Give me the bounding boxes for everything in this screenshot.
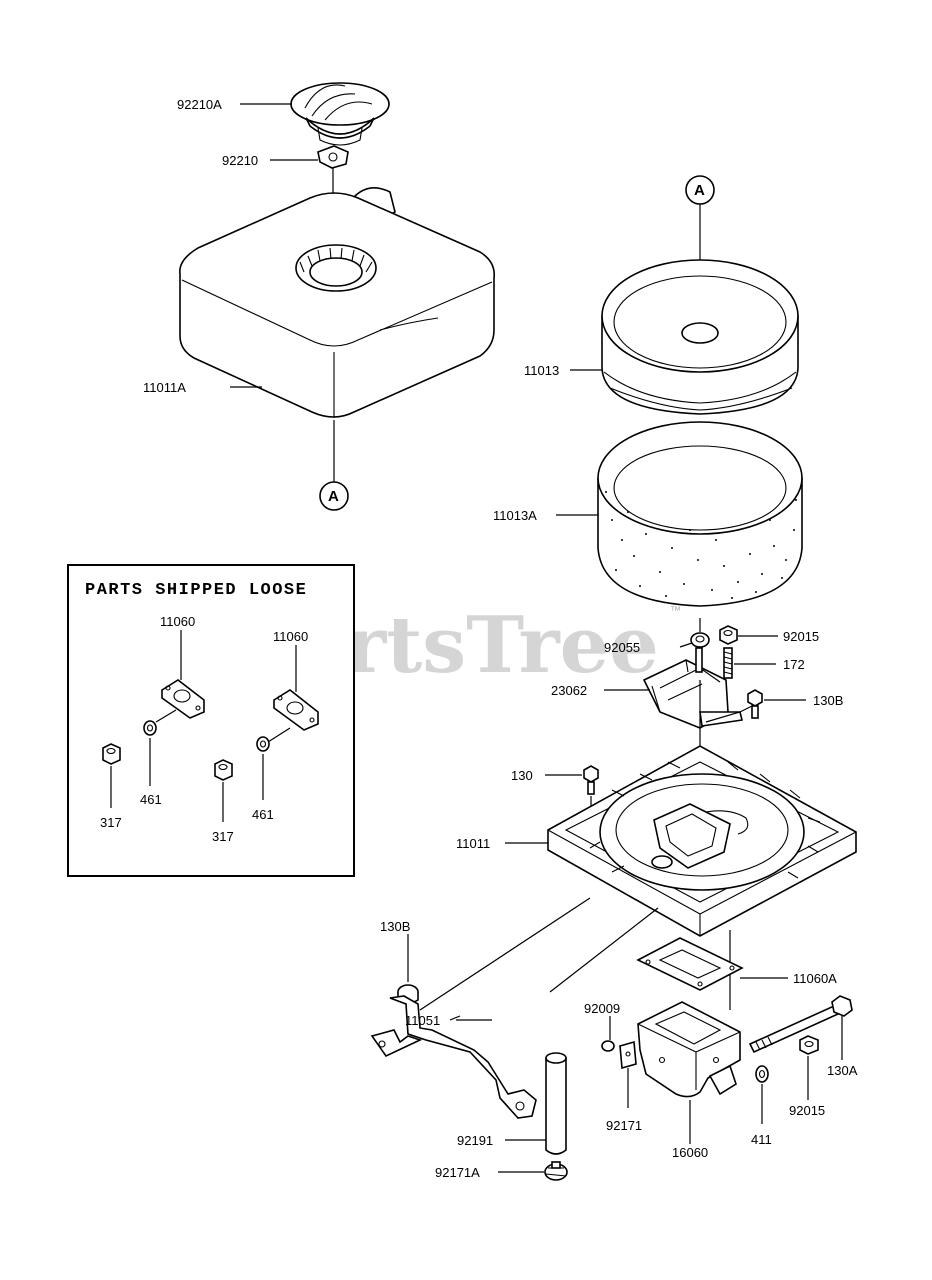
label-130B-left: 130B: [380, 919, 410, 934]
part-461-washer-b[interactable]: [256, 736, 270, 752]
label-92210: 92210: [222, 153, 258, 168]
part-411-washer[interactable]: [755, 1065, 769, 1083]
part-11051-bracket[interactable]: [370, 995, 537, 1119]
label-172: 172: [783, 657, 805, 672]
part-11013A-pre-cleaner[interactable]: [597, 421, 803, 607]
label-92210A: 92210A: [177, 97, 222, 112]
part-11013-element[interactable]: [601, 259, 799, 415]
label-130A: 130A: [827, 1063, 858, 1078]
part-11011-base[interactable]: [547, 745, 857, 937]
reference-marker-a-top: A: [685, 175, 715, 205]
part-92191-tube[interactable]: [545, 1052, 567, 1155]
part-130B-bolt-top[interactable]: [747, 689, 763, 719]
marker-a-text-1: A: [328, 488, 339, 505]
label-11011: 11011: [456, 836, 490, 851]
part-92210A-knob[interactable]: [290, 82, 390, 146]
part-130A-long-bolt[interactable]: [748, 995, 853, 1054]
label-box-11060-a: 11060: [160, 614, 195, 629]
part-92015-nut-top[interactable]: [719, 625, 738, 645]
label-box-461-b: 461: [252, 807, 274, 822]
part-172-stud[interactable]: [723, 647, 733, 679]
part-11060-gasket-a[interactable]: [161, 679, 205, 719]
label-11051: 11051: [405, 1013, 440, 1028]
label-box-461-a: 461: [140, 792, 162, 807]
part-16060-duct[interactable]: [637, 1001, 741, 1098]
part-317-nut-b[interactable]: [214, 759, 233, 781]
label-box-317-b: 317: [212, 829, 234, 844]
label-11013: 11013: [524, 363, 559, 378]
part-317-nut-a[interactable]: [102, 743, 121, 765]
label-11013A: 11013A: [493, 508, 537, 523]
watermark-trademark: ™: [670, 605, 681, 617]
part-92015-nut-bottom[interactable]: [799, 1035, 819, 1055]
part-92171-clip[interactable]: [619, 1040, 637, 1070]
label-92191: 92191: [457, 1133, 493, 1148]
label-11011A: 11011A: [143, 380, 186, 395]
marker-a-text-2: A: [694, 182, 705, 199]
label-92171A: 92171A: [435, 1165, 480, 1180]
part-461-washer-a[interactable]: [143, 720, 157, 736]
part-92171A-clamp[interactable]: [544, 1161, 568, 1181]
label-11060A: 11060A: [793, 971, 837, 986]
part-92009-screw[interactable]: [601, 1040, 615, 1052]
label-23062: 23062: [551, 683, 587, 698]
parts-shipped-loose-box: PARTS SHIPPED LOOSE 11060 11060 461: [67, 564, 355, 877]
part-11011A-air-cleaner-cover[interactable]: [179, 187, 496, 418]
label-92015-top: 92015: [783, 629, 819, 644]
label-16060: 16060: [672, 1145, 708, 1160]
part-92055-seal[interactable]: [690, 632, 710, 648]
label-92015-bottom: 92015: [789, 1103, 825, 1118]
label-box-317-a: 317: [100, 815, 122, 830]
part-92210-clip[interactable]: [317, 145, 349, 169]
label-box-11060-b: 11060: [273, 629, 308, 644]
reference-marker-a-bottom: A: [319, 481, 349, 511]
part-11060-gasket-b[interactable]: [273, 689, 319, 731]
part-23062-holder[interactable]: [642, 647, 743, 729]
label-130B-top: 130B: [813, 693, 843, 708]
part-130-bolt[interactable]: [583, 765, 599, 795]
label-92171: 92171: [606, 1118, 642, 1133]
label-130: 130: [511, 768, 533, 783]
label-92055: 92055: [604, 640, 640, 655]
parts-shipped-loose-title: PARTS SHIPPED LOOSE: [85, 581, 307, 600]
label-92009: 92009: [584, 1001, 620, 1016]
label-411: 411: [751, 1132, 772, 1147]
part-11060A-gasket[interactable]: [636, 937, 744, 991]
